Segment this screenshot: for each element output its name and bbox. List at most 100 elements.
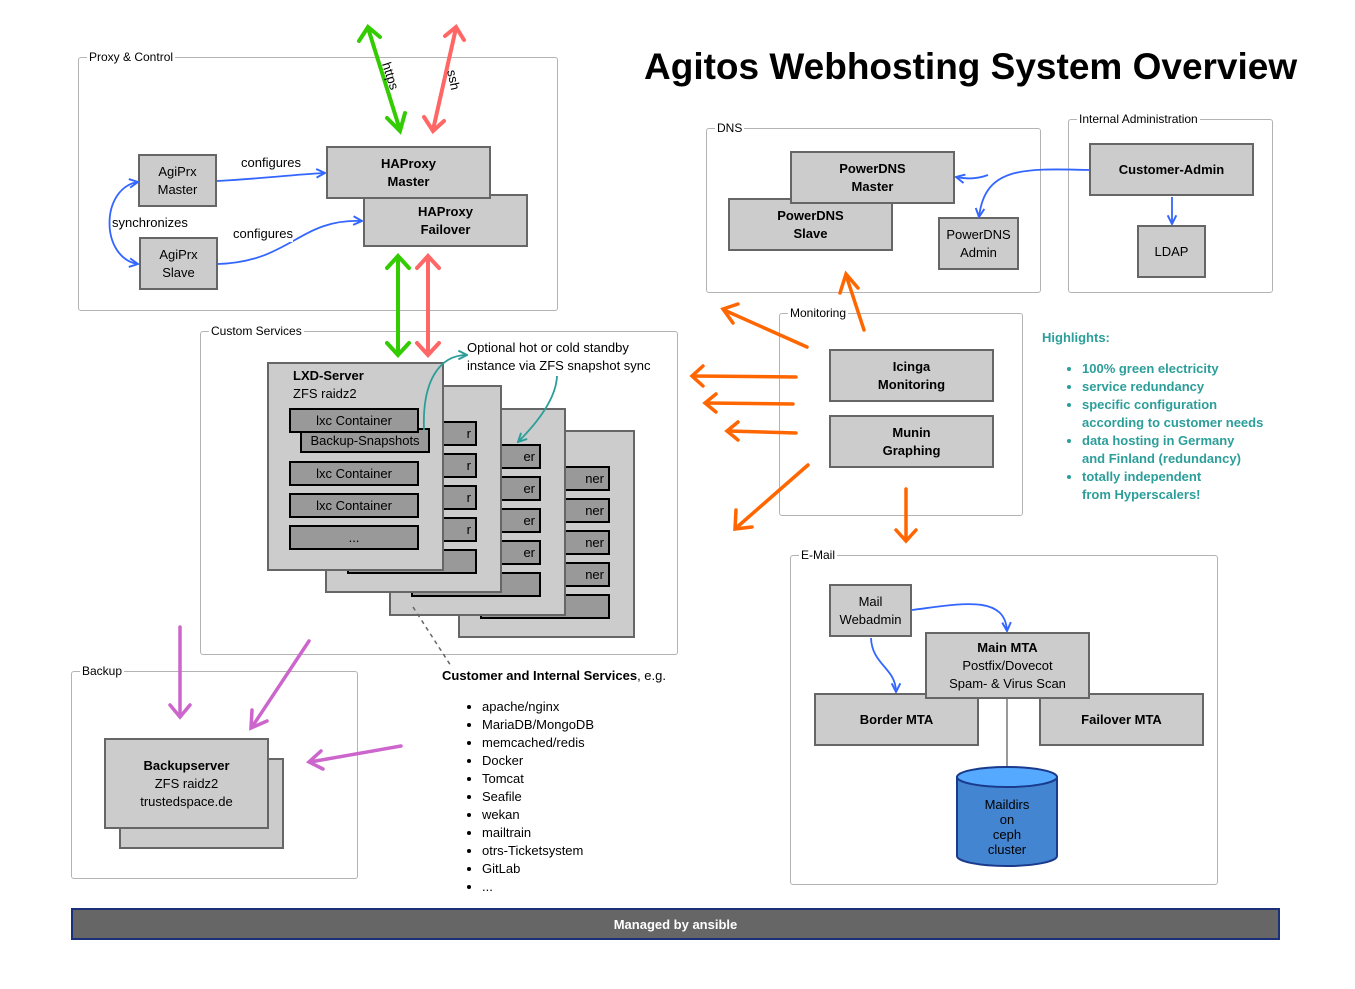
services-list-item: ... xyxy=(482,878,594,896)
standby-note-line: instance via ZFS snapshot sync xyxy=(467,358,651,373)
services-list-item: apache/nginx xyxy=(482,698,594,716)
group-label: Monitoring xyxy=(788,306,849,320)
node-label-line: PowerDNS xyxy=(777,207,844,223)
node-label-line: Graphing xyxy=(882,442,941,458)
failover-mta-node[interactable]: Failover MTA xyxy=(1039,693,1204,746)
node-label-line: Border MTA xyxy=(859,711,934,727)
container-label: ... xyxy=(348,529,360,545)
diagram-title: Agitos Webhosting System Overview xyxy=(644,46,1298,87)
group-backup: Backup xyxy=(71,664,358,879)
node-label-line: ZFS raidz2 xyxy=(154,775,219,791)
container-label: er xyxy=(523,544,535,560)
node-label-line: Master xyxy=(387,173,430,189)
powerdns-admin-node[interactable]: PowerDNS Admin xyxy=(938,217,1019,270)
footer-bar: Managed by ansible xyxy=(71,908,1280,940)
container-label: er xyxy=(523,480,535,496)
lxc-container-more[interactable]: ... xyxy=(289,525,419,550)
services-note-connector xyxy=(412,606,452,667)
https-arrow xyxy=(357,24,407,135)
highlight-line: service redundancy xyxy=(1082,379,1205,394)
highlights-list: 100% green electricity service redundanc… xyxy=(1042,360,1263,504)
node-label-line: AgiPrx xyxy=(158,163,197,179)
maildirs-label-line: cluster xyxy=(987,842,1027,857)
container-label: r xyxy=(466,521,471,537)
container-label: ner xyxy=(585,534,604,550)
node-label-line: Failover xyxy=(420,221,471,237)
agiprx-slave-node[interactable]: AgiPrx Slave xyxy=(139,237,218,290)
highlights-heading: Highlights: xyxy=(1042,330,1110,345)
services-list-item: memcached/redis xyxy=(482,734,594,752)
group-label: Internal Administration xyxy=(1077,112,1200,126)
node-label-line: Slave xyxy=(162,264,195,280)
ldap-node[interactable]: LDAP xyxy=(1137,225,1206,278)
services-list-item: Docker xyxy=(482,752,594,770)
group-internal-administration: Internal Administration xyxy=(1068,112,1273,293)
standby-note: Optional hot or cold standby instance vi… xyxy=(467,339,651,375)
services-list-item: mailtrain xyxy=(482,824,594,842)
backup-arrows xyxy=(168,625,403,771)
footer-label: Managed by ansible xyxy=(613,916,738,932)
powerdns-master-node[interactable]: PowerDNS Master xyxy=(790,151,955,204)
node-label-line: Postfix/Dovecot xyxy=(962,657,1053,673)
backupserver-node[interactable]: Backupserver ZFS raidz2 trustedspace.de xyxy=(104,738,269,829)
container-label: ner xyxy=(585,566,604,582)
node-label-line: Master xyxy=(851,178,894,194)
node-label-line: Customer-Admin xyxy=(1118,161,1225,177)
border-mta-node[interactable]: Border MTA xyxy=(814,693,979,746)
powerdns-slave-node[interactable]: PowerDNS Slave xyxy=(728,198,893,251)
highlight-line: and Finland (redundancy) xyxy=(1082,451,1241,466)
highlight-line: 100% green electricity xyxy=(1082,361,1219,376)
container-label: r xyxy=(466,489,471,505)
node-label-line: AgiPrx xyxy=(159,246,198,262)
icinga-node[interactable]: Icinga Monitoring xyxy=(829,349,994,402)
node-label-line: Monitoring xyxy=(877,376,946,392)
customer-admin-dns-arrow xyxy=(979,168,1090,217)
powerdns-admin-master-arrow xyxy=(956,175,989,178)
services-list-item: MariaDB/MongoDB xyxy=(482,716,594,734)
lxc-container[interactable]: lxc Container xyxy=(289,408,419,433)
container-label: Backup-Snapshots xyxy=(310,432,420,448)
group-label: Custom Services xyxy=(209,324,304,338)
services-list-item: GitLab xyxy=(482,860,594,878)
lxc-container[interactable]: lxc Container xyxy=(289,493,419,518)
munin-node[interactable]: Munin Graphing xyxy=(829,415,994,468)
highlight-line: specific configuration xyxy=(1082,397,1218,412)
node-label-line: Icinga xyxy=(892,358,931,374)
services-list: apache/nginx MariaDB/MongoDB memcached/r… xyxy=(442,698,594,896)
mail-webadmin-node[interactable]: Mail Webadmin xyxy=(829,584,912,637)
group-monitoring: Monitoring xyxy=(779,306,1023,516)
group-label: Proxy & Control xyxy=(87,50,176,64)
webadmin-mainmta-arrow xyxy=(911,603,1007,631)
maildirs-storage xyxy=(956,766,1058,867)
agiprx-master-node[interactable]: AgiPrx Master xyxy=(138,154,217,207)
monitoring-arrows xyxy=(689,270,918,544)
container-label: ner xyxy=(585,502,604,518)
highlight-line: from Hyperscalers! xyxy=(1082,487,1201,502)
node-label-line: HAProxy xyxy=(418,203,473,219)
node-label-line: Spam- & Virus Scan xyxy=(949,675,1066,691)
node-label-line: PowerDNS xyxy=(946,226,1011,242)
standby-note-line: Optional hot or cold standby xyxy=(467,340,629,355)
node-label-line: Failover MTA xyxy=(1081,711,1162,727)
main-mta-node[interactable]: Main MTA Postfix/Dovecot Spam- & Virus S… xyxy=(925,632,1090,699)
container-label: lxc Container xyxy=(316,497,392,513)
group-custom-services: Custom Services xyxy=(200,324,678,655)
customer-admin-node[interactable]: Customer-Admin xyxy=(1089,143,1254,196)
node-label-line: Admin xyxy=(960,244,997,260)
group-dns: DNS xyxy=(706,121,1041,293)
synchronizes-label: synchronizes xyxy=(112,215,188,231)
haproxy-failover-node[interactable]: HAProxy Failover xyxy=(363,194,528,247)
lxd-server-fs: ZFS raidz2 xyxy=(293,386,357,401)
services-list-item: otrs-Ticketsystem xyxy=(482,842,594,860)
container-label: lxc Container xyxy=(316,465,392,481)
container-label: ner xyxy=(585,470,604,486)
synchronizes-arrow xyxy=(108,182,139,264)
lxc-container[interactable]: lxc Container xyxy=(289,461,419,486)
webadmin-border-arrow xyxy=(870,637,896,692)
node-label-line: Slave xyxy=(793,225,828,241)
haproxy-master-node[interactable]: HAProxy Master xyxy=(326,146,491,199)
node-label-line: Mail xyxy=(858,593,883,609)
ssh-lxd-arrow xyxy=(415,253,441,358)
